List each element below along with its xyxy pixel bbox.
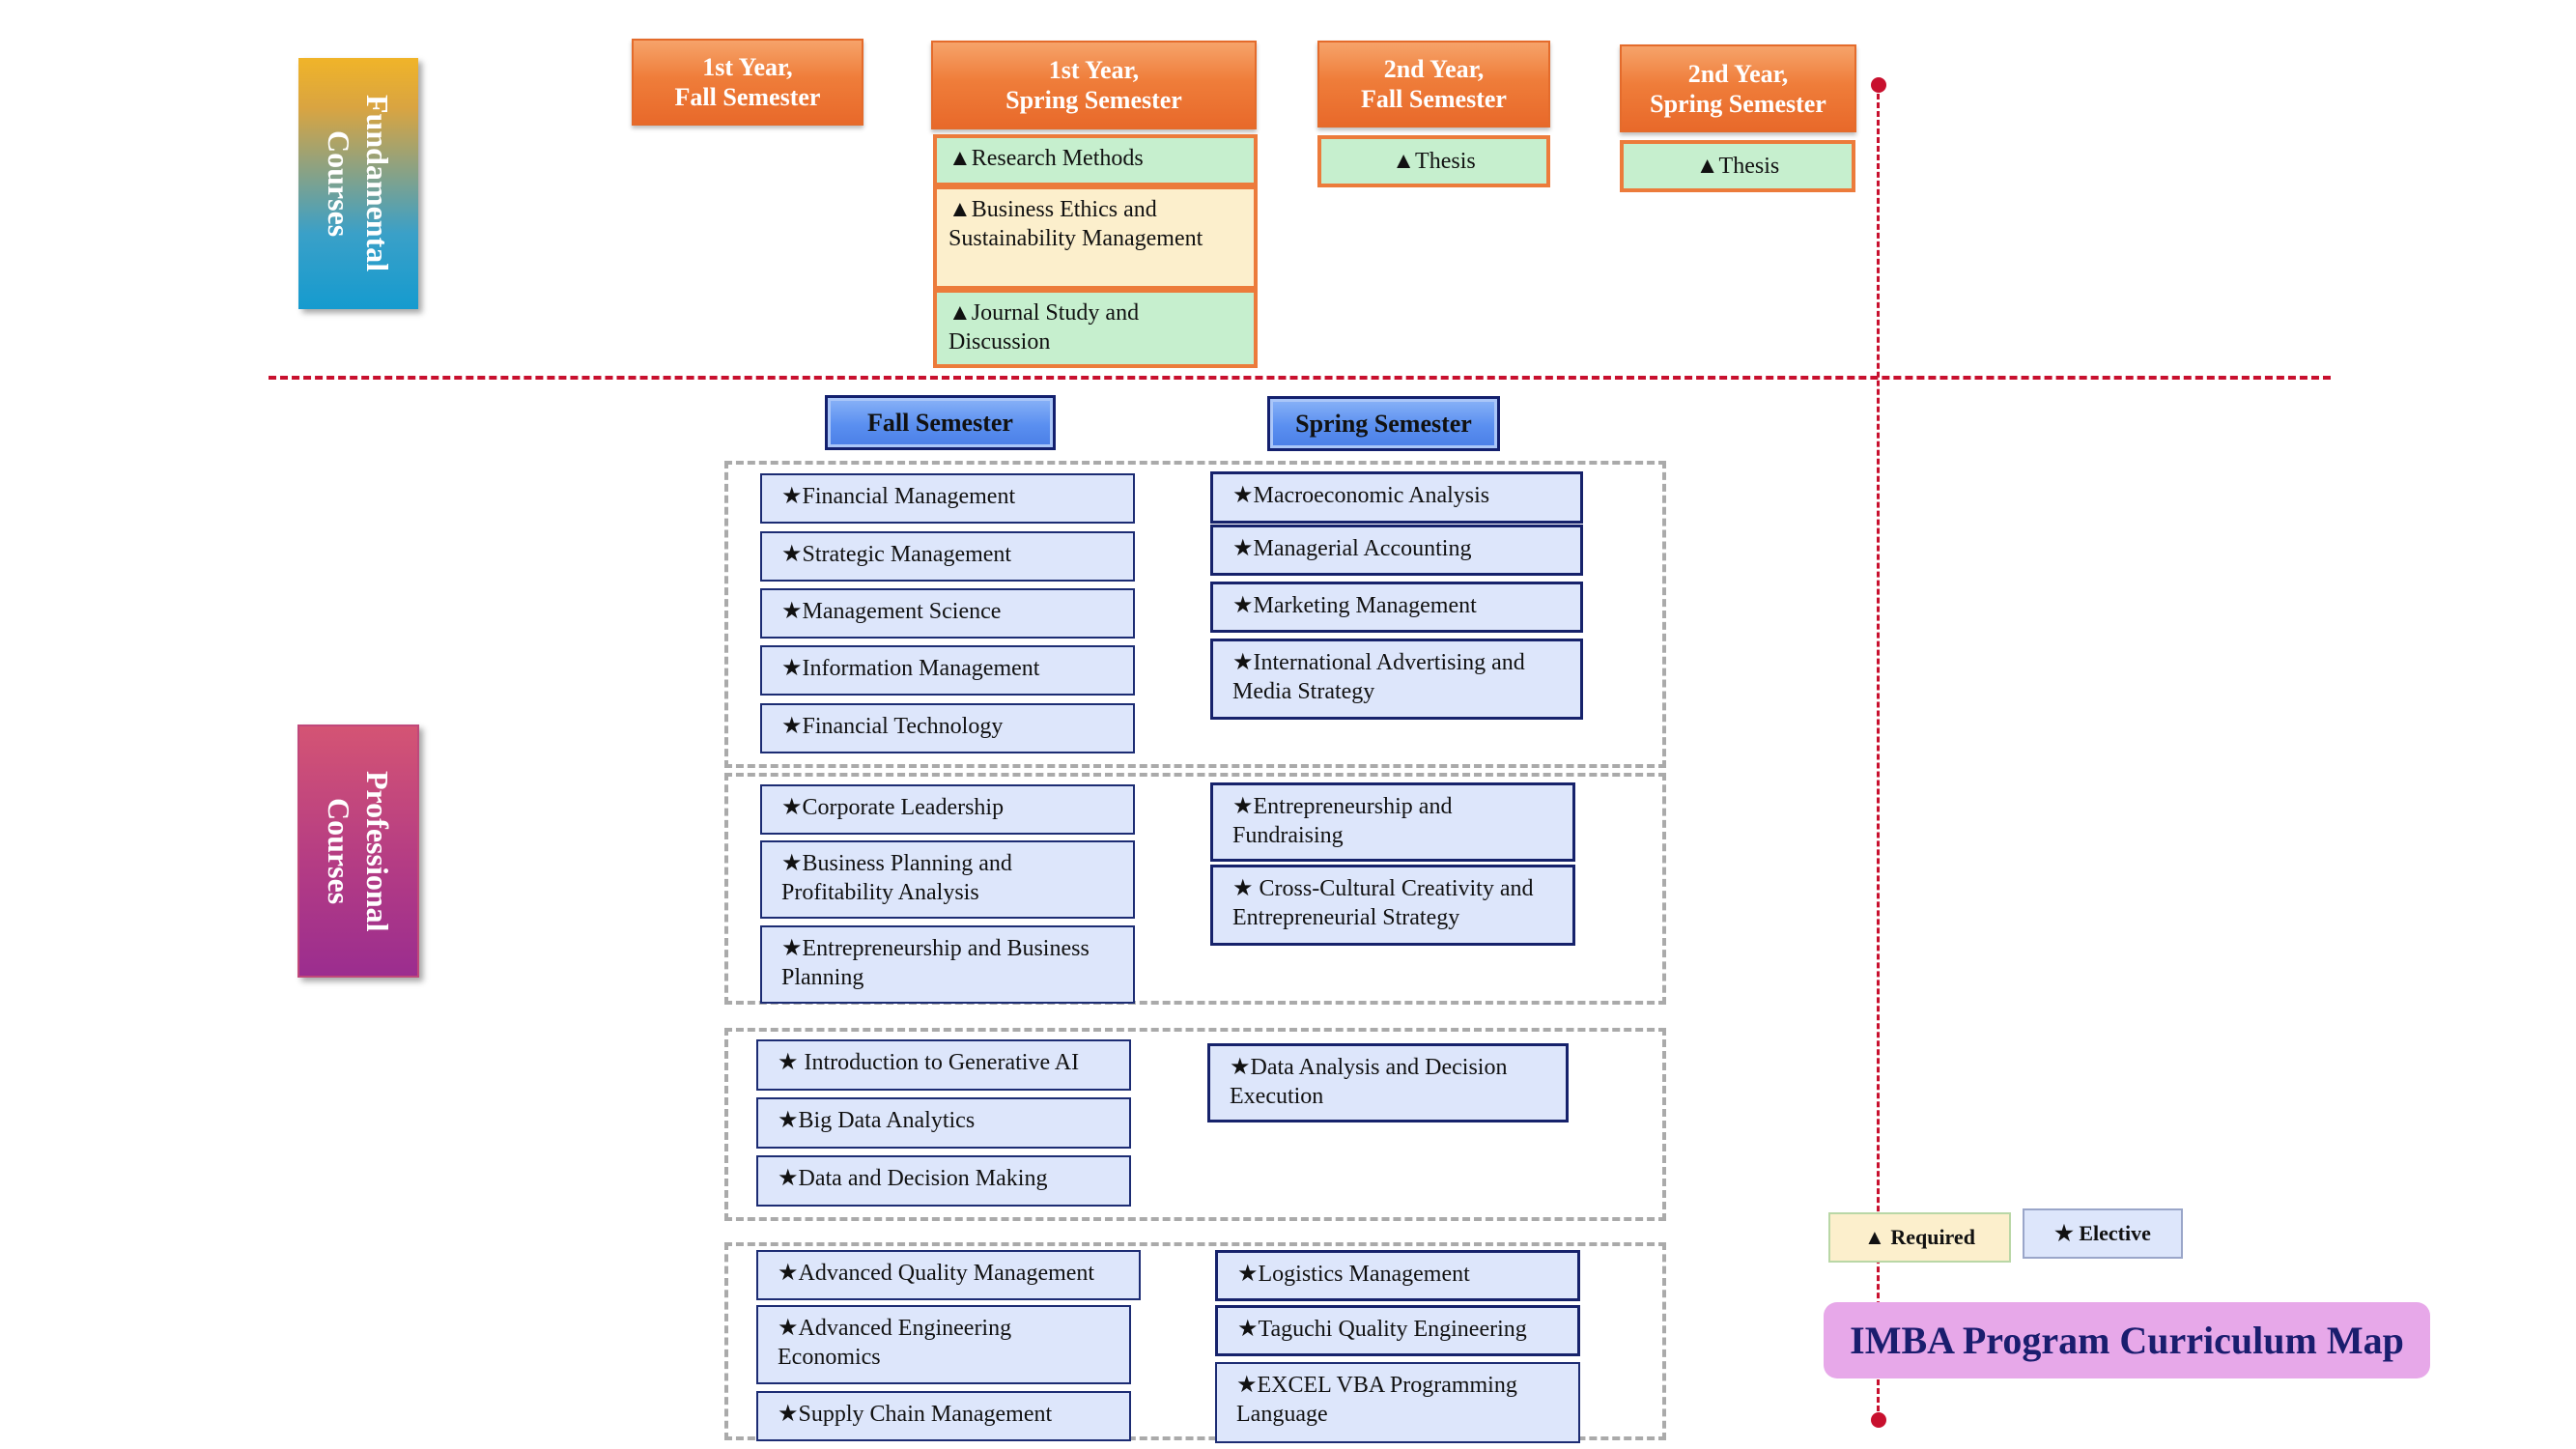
tab-fall-semester: Fall Semester xyxy=(825,395,1056,450)
course-label: ★Marketing Management xyxy=(1232,593,1477,618)
course-label: ★Macroeconomic Analysis xyxy=(1232,483,1490,508)
course-label: ★Management Science xyxy=(781,599,1002,624)
course-macroeconomic-analysis: ★Macroeconomic Analysis xyxy=(1210,471,1583,524)
course-thesis-2nd-fall: ▲Thesis xyxy=(1317,135,1550,187)
course-financial-management: ★Financial Management xyxy=(760,473,1135,524)
fundamental-courses-text: Fundamental Courses xyxy=(322,95,395,272)
course-group-4 xyxy=(724,1242,1666,1440)
course-business-planning: ★Business Planning and Profitability Ana… xyxy=(760,840,1135,919)
divider-endpoint-bottom xyxy=(1871,1412,1886,1428)
course-label: ★Supply Chain Management xyxy=(778,1402,1053,1427)
tab-spring-semester: Spring Semester xyxy=(1267,396,1500,451)
course-label: ★Taguchi Quality Engineering xyxy=(1237,1317,1527,1342)
course-label: ★Data and Decision Making xyxy=(778,1166,1048,1191)
course-marketing-management: ★Marketing Management xyxy=(1210,582,1583,633)
course-corporate-leadership: ★Corporate Leadership xyxy=(760,784,1135,835)
divider-endpoint-top xyxy=(1871,77,1886,93)
legend-required-label: ▲ Required xyxy=(1864,1225,1975,1249)
course-strategic-management: ★Strategic Management xyxy=(760,531,1135,582)
course-entrepreneurship-business-planning: ★Entrepreneurship and Business Planning xyxy=(760,925,1135,1004)
course-label: ★Advanced Engineering Economics xyxy=(778,1316,1012,1370)
course-label: ▲Business Ethics and Sustainability Mana… xyxy=(948,197,1203,251)
page-title: IMBA Program Curriculum Map xyxy=(1824,1302,2430,1378)
course-label: ★Financial Technology xyxy=(781,714,1004,739)
course-taguchi-quality-engineering: ★Taguchi Quality Engineering xyxy=(1215,1305,1580,1356)
course-label: ★ Introduction to Generative AI xyxy=(778,1050,1080,1075)
course-information-management: ★Information Management xyxy=(760,645,1135,696)
course-group-2 xyxy=(724,773,1666,1005)
header-line: 2nd Year, xyxy=(1383,55,1485,83)
course-label: ★Corporate Leadership xyxy=(781,795,1005,820)
professional-courses-label: Professional Courses xyxy=(297,724,419,978)
course-generative-ai: ★ Introduction to Generative AI xyxy=(756,1039,1131,1091)
course-cross-cultural-creativity: ★ Cross-Cultural Creativity and Entrepre… xyxy=(1210,865,1575,946)
course-label: ★Data Analysis and Decision Execution xyxy=(1230,1055,1508,1109)
course-label: ▲Thesis xyxy=(1392,149,1476,174)
header-line: 2nd Year, xyxy=(1687,59,1789,88)
course-label: ★Entrepreneurship and Fundraising xyxy=(1232,794,1453,848)
course-label: ▲Journal Study and Discussion xyxy=(948,300,1140,355)
header-line: Fall Semester xyxy=(1361,85,1507,113)
course-label: ★Strategic Management xyxy=(781,542,1012,567)
horizontal-divider xyxy=(269,376,2331,380)
course-group-1 xyxy=(724,461,1666,768)
course-data-decision-making: ★Data and Decision Making xyxy=(756,1155,1131,1207)
course-label: ▲Research Methods xyxy=(948,146,1144,171)
course-label: ★Financial Management xyxy=(781,484,1016,509)
course-advanced-engineering-economics: ★Advanced Engineering Economics xyxy=(756,1305,1131,1384)
course-supply-chain-management: ★Supply Chain Management xyxy=(756,1391,1131,1441)
tab-label: Spring Semester xyxy=(1295,409,1472,438)
course-financial-technology: ★Financial Technology xyxy=(760,703,1135,753)
header-2nd-year-spring: 2nd Year,Spring Semester xyxy=(1620,44,1856,132)
legend-required: ▲ Required xyxy=(1828,1212,2011,1263)
professional-courses-text: Professional Courses xyxy=(322,770,395,932)
course-label: ★International Advertising and Media Str… xyxy=(1232,650,1525,704)
course-thesis-2nd-spring: ▲Thesis xyxy=(1620,140,1855,192)
course-group-3 xyxy=(724,1028,1666,1221)
course-label: ★Entrepreneurship and Business Planning xyxy=(781,936,1090,990)
course-managerial-accounting: ★Managerial Accounting xyxy=(1210,525,1583,576)
course-entrepreneurship-fundraising: ★Entrepreneurship and Fundraising xyxy=(1210,782,1575,862)
course-label: ★Big Data Analytics xyxy=(778,1108,976,1133)
course-big-data-analytics: ★Big Data Analytics xyxy=(756,1097,1131,1149)
course-label: ★Logistics Management xyxy=(1237,1262,1470,1287)
header-2nd-year-fall: 2nd Year,Fall Semester xyxy=(1317,41,1550,128)
header-1st-year-fall: 1st Year,Fall Semester xyxy=(632,39,863,126)
header-line: Spring Semester xyxy=(1650,89,1826,118)
page-title-text: IMBA Program Curriculum Map xyxy=(1850,1319,2404,1362)
course-journal-study: ▲Journal Study and Discussion xyxy=(933,289,1258,368)
course-advanced-quality-management: ★Advanced Quality Management xyxy=(756,1250,1141,1300)
header-line: Spring Semester xyxy=(1005,86,1182,114)
course-label: ★Managerial Accounting xyxy=(1232,536,1472,561)
course-data-analysis-decision-execution: ★Data Analysis and Decision Execution xyxy=(1207,1043,1569,1122)
course-label: ★EXCEL VBA Programming Language xyxy=(1236,1373,1517,1427)
course-excel-vba: ★EXCEL VBA Programming Language xyxy=(1215,1362,1580,1443)
course-label: ★Information Management xyxy=(781,656,1040,681)
tab-label: Fall Semester xyxy=(867,408,1013,437)
header-line: 1st Year, xyxy=(702,53,793,81)
course-label: ★ Cross-Cultural Creativity and Entrepre… xyxy=(1232,876,1534,930)
legend-elective: ★ Elective xyxy=(2023,1208,2183,1259)
vertical-divider xyxy=(1877,85,1880,1420)
header-line: Fall Semester xyxy=(674,83,821,111)
legend-elective-label: ★ Elective xyxy=(2054,1221,2151,1245)
course-research-methods: ▲Research Methods xyxy=(933,134,1258,186)
course-logistics-management: ★Logistics Management xyxy=(1215,1250,1580,1301)
course-business-ethics: ▲Business Ethics and Sustainability Mana… xyxy=(933,185,1258,290)
course-label: ★Business Planning and Profitability Ana… xyxy=(781,851,1012,905)
header-line: 1st Year, xyxy=(1048,56,1140,84)
course-label: ▲Thesis xyxy=(1695,154,1780,179)
header-1st-year-spring: 1st Year,Spring Semester xyxy=(931,41,1257,129)
course-management-science: ★Management Science xyxy=(760,588,1135,639)
course-label: ★Advanced Quality Management xyxy=(778,1261,1095,1286)
fundamental-courses-label: Fundamental Courses xyxy=(298,58,418,309)
course-international-advertising: ★International Advertising and Media Str… xyxy=(1210,639,1583,720)
